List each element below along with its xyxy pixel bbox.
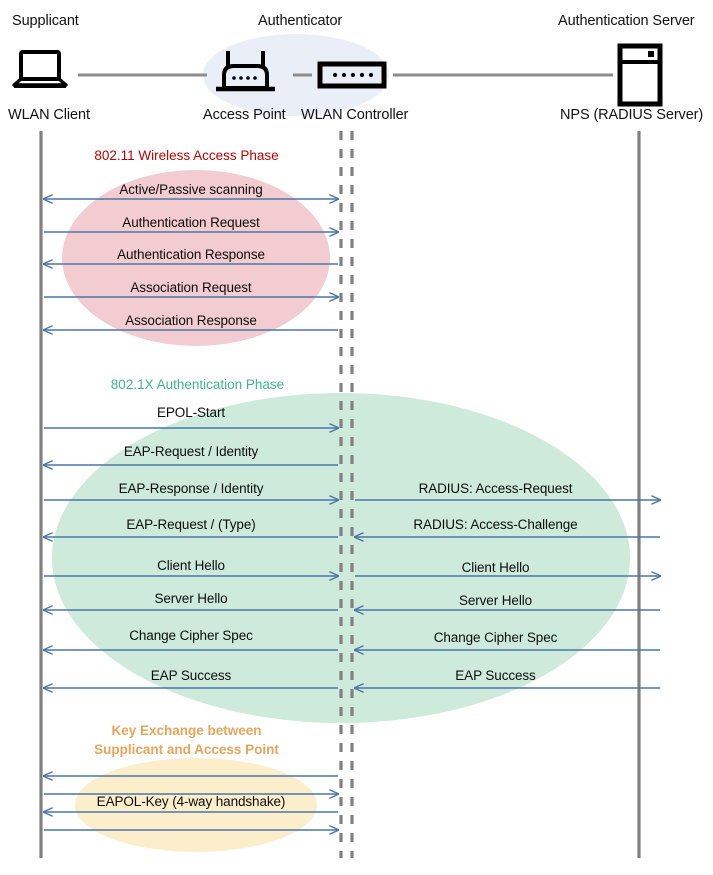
phase-title-key-exchange-line2: Supplicant and Access Point: [94, 742, 279, 757]
phase-title-key-exchange-line1: Key Exchange between: [111, 723, 262, 738]
label-radius-access-challenge: RADIUS: Access-Challenge: [413, 517, 578, 532]
node-label-wlan-client: WLAN Client: [8, 107, 90, 123]
label-client-hello-left: Client Hello: [157, 558, 225, 573]
node-label-access-point: Access Point: [203, 107, 286, 123]
label-eap-response-identity: EAP-Response / Identity: [118, 481, 264, 496]
phase-title-802-1x: 802.1X Authentication Phase: [110, 377, 285, 392]
label-eap-success-left: EAP Success: [150, 668, 232, 683]
role-label-authenticator: Authenticator: [258, 13, 343, 29]
label-change-cipher-spec-left: Change Cipher Spec: [129, 628, 253, 643]
phase-802-1x-ellipse: [52, 393, 630, 723]
node-label-wlan-controller: WLAN Controller: [301, 107, 409, 123]
laptop-icon: [12, 50, 68, 88]
label-server-hello-left: Server Hello: [154, 591, 228, 606]
label-radius-access-request: RADIUS: Access-Request: [418, 481, 573, 496]
label-eap-success-right: EAP Success: [455, 668, 536, 683]
label-association-response: Association Response: [125, 313, 257, 328]
label-eap-request-identity: EAP-Request / Identity: [123, 444, 259, 459]
label-authentication-request: Authentication Request: [122, 215, 260, 230]
role-label-authentication-server: Authentication Server: [558, 13, 695, 29]
phase-802-11-ellipse: [62, 170, 330, 346]
label-eap-request-type: EAP-Request / (Type): [126, 517, 256, 532]
label-client-hello-right: Client Hello: [461, 560, 530, 575]
network-controller-icon: [317, 61, 387, 89]
label-server-hello-right: Server Hello: [458, 593, 533, 608]
role-label-supplicant: Supplicant: [12, 13, 79, 29]
label-eapol-key-handshake: EAPOL-Key (4-way handshake): [96, 794, 286, 809]
label-authentication-response: Authentication Response: [117, 247, 265, 262]
label-eapol-start: EPOL-Start: [156, 405, 226, 420]
label-active-passive-scanning: Active/Passive scanning: [119, 182, 263, 197]
label-change-cipher-spec-right: Change Cipher Spec: [433, 630, 558, 645]
label-association-request: Association Request: [130, 280, 252, 295]
phase-title-802-11: 802.11 Wireless Access Phase: [94, 148, 279, 163]
server-rack-icon: [617, 43, 663, 107]
phase-key-exchange-ellipse: [75, 758, 317, 852]
phase-title-key-exchange: Key Exchange between Supplicant and Acce…: [0, 721, 373, 759]
node-label-nps-radius-server: NPS (RADIUS Server): [560, 107, 704, 123]
wireless-router-icon: [216, 51, 275, 92]
